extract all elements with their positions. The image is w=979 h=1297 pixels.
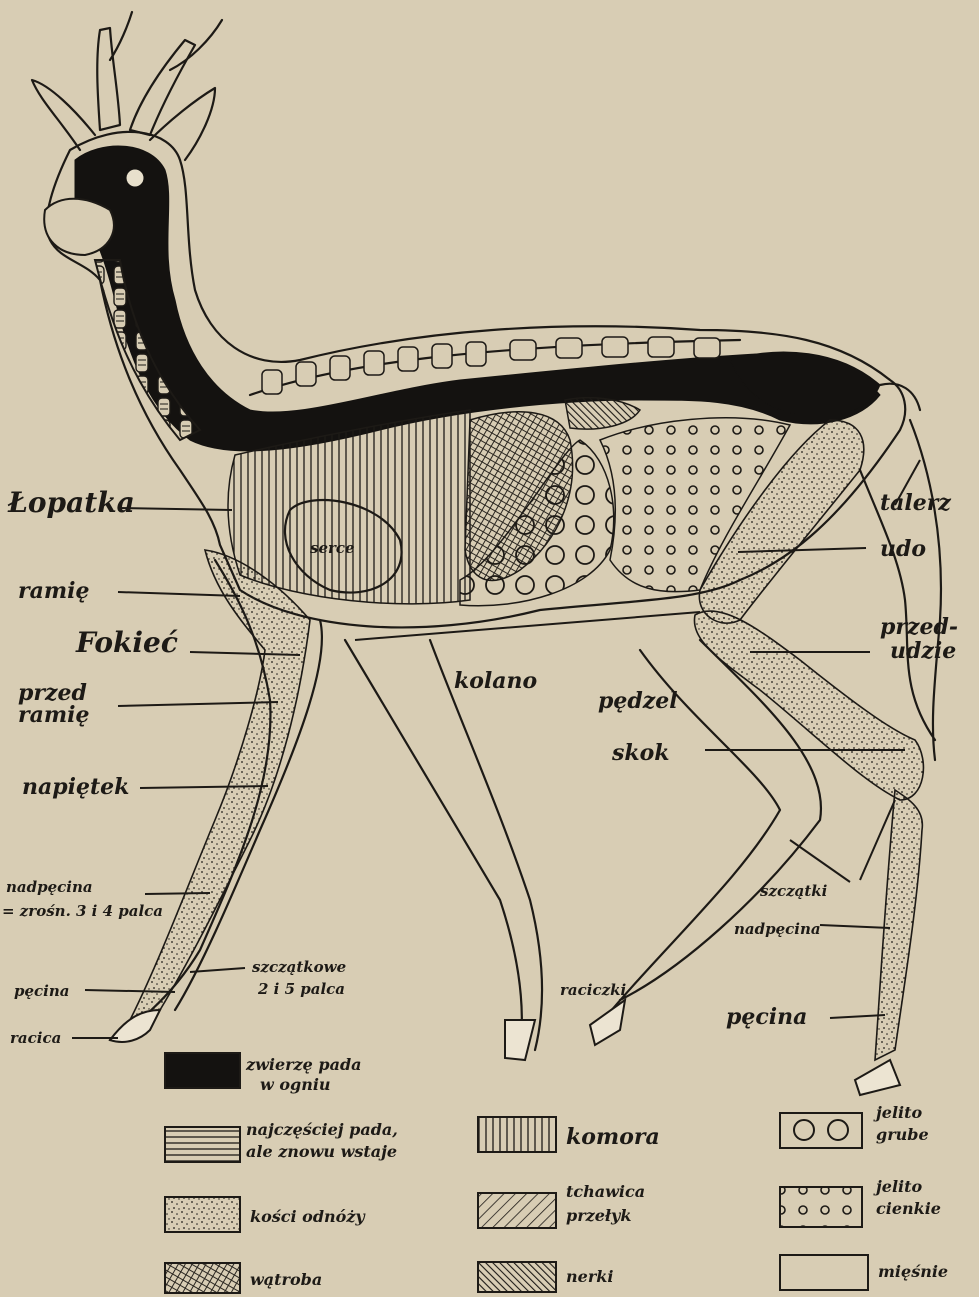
legend-label-hatched-2: ale znowu wstaje (246, 1142, 397, 1161)
legend-label-black-2: w ogniu (260, 1075, 331, 1094)
legend-item-black: zwierzę pada w ogniu (165, 1053, 362, 1094)
label-szczatki: szczątki (760, 882, 828, 900)
label-szczatkowe-2: 2 i 5 palca (257, 980, 345, 998)
label-pedzel: pędzel (598, 688, 678, 714)
legend-label-small-intestine-2: cienkie (876, 1199, 941, 1218)
label-raciczki: raciczki (560, 981, 626, 999)
legend-swatch-muscles (780, 1255, 868, 1290)
legend-item-kidneys: nerki (478, 1262, 613, 1292)
legend-label-liver: wątroba (250, 1270, 322, 1289)
legend-label-bones: kości odnóży (250, 1207, 366, 1226)
label-nadpecina-front-1: nadpęcina (6, 878, 93, 896)
hind-hoof (855, 1060, 900, 1095)
label-nadpecina-front-2: = zrośn. 3 i 4 palca (2, 902, 163, 920)
legend-swatch-liver (165, 1263, 240, 1293)
label-lopatka: Łopatka (7, 486, 135, 519)
label-fokiec: Fokieć (75, 626, 178, 659)
legend-swatch-small-intestine (780, 1187, 862, 1227)
legend-swatch-large-intestine (780, 1113, 862, 1148)
front-hoof-2 (505, 1020, 535, 1060)
legend-label-black-1: zwierzę pada (245, 1055, 362, 1074)
label-pecina-front: pęcina (14, 982, 70, 1000)
legend-label-kidneys: nerki (566, 1267, 613, 1286)
legend-label-trachea-2: przełyk (566, 1206, 631, 1225)
legend-swatch-kidneys (478, 1262, 556, 1292)
eye (125, 168, 145, 188)
label-przedudzie-2: udzie (890, 638, 956, 664)
label-przedudzie-1: przed- (880, 614, 958, 640)
label-ramie: ramię (18, 578, 89, 604)
legend-label-large-intestine-2: grube (876, 1125, 929, 1144)
zone-kidneys (565, 398, 640, 429)
tail (880, 384, 920, 410)
antler-left (97, 28, 120, 130)
label-kolano: kolano (454, 668, 537, 694)
legend-item-small-intestine: jelito cienkie (780, 1177, 941, 1227)
label-racica: racica (10, 1029, 61, 1047)
legend-label-trachea-1: tchawica (566, 1182, 645, 1201)
antler-right (130, 40, 195, 135)
legend-swatch-trachea (478, 1193, 556, 1228)
antler-left-tine (110, 12, 132, 60)
label-udo: udo (880, 536, 926, 562)
label-pecina-rear: pęcina (726, 1004, 807, 1030)
label-przedramie-2: ramię (18, 702, 89, 728)
legend-item-bones: kości odnóży (165, 1197, 366, 1232)
label-skok: skok (611, 740, 670, 766)
legend-label-muscles: mięśnie (878, 1262, 948, 1281)
legend-swatch-hatched (165, 1127, 240, 1162)
label-napietek: napiętek (22, 774, 129, 800)
legend-label-small-intestine-1: jelito (873, 1177, 923, 1196)
legend-item-liver: wątroba (165, 1263, 322, 1293)
label-szczatkowe-1: szczątkowe (252, 958, 346, 976)
front-leg-2 (345, 640, 542, 1050)
legend-swatch-chamber (478, 1117, 556, 1152)
legend: zwierzę pada w ogniu najczęściej pada, a… (165, 1053, 948, 1293)
hind-hoof-2 (590, 1000, 625, 1045)
legend-item-large-intestine: jelito grube (780, 1103, 929, 1148)
legend-label-chamber: komora (566, 1124, 660, 1150)
legend-label-large-intestine-1: jelito (873, 1103, 923, 1122)
label-nadpecina-rear: nadpęcina (734, 920, 821, 938)
legend-item-trachea: tchawica przełyk (478, 1182, 645, 1228)
hind-leg-outline (860, 420, 941, 760)
ear-left (32, 80, 95, 150)
legend-item-chamber: komora (478, 1117, 660, 1152)
legend-item-hatched: najczęściej pada, ale znowu wstaje (165, 1120, 398, 1162)
legend-label-hatched-1: najczęściej pada, (246, 1120, 398, 1139)
legend-swatch-black (165, 1053, 240, 1088)
ear-right (150, 88, 215, 160)
label-serce: serce (310, 539, 355, 557)
front-leg-bones (130, 550, 310, 1020)
zone-instant-death (75, 146, 880, 451)
legend-swatch-bones (165, 1197, 240, 1232)
label-talerz: talerz (880, 490, 951, 516)
legend-item-muscles: mięśnie (780, 1255, 948, 1290)
